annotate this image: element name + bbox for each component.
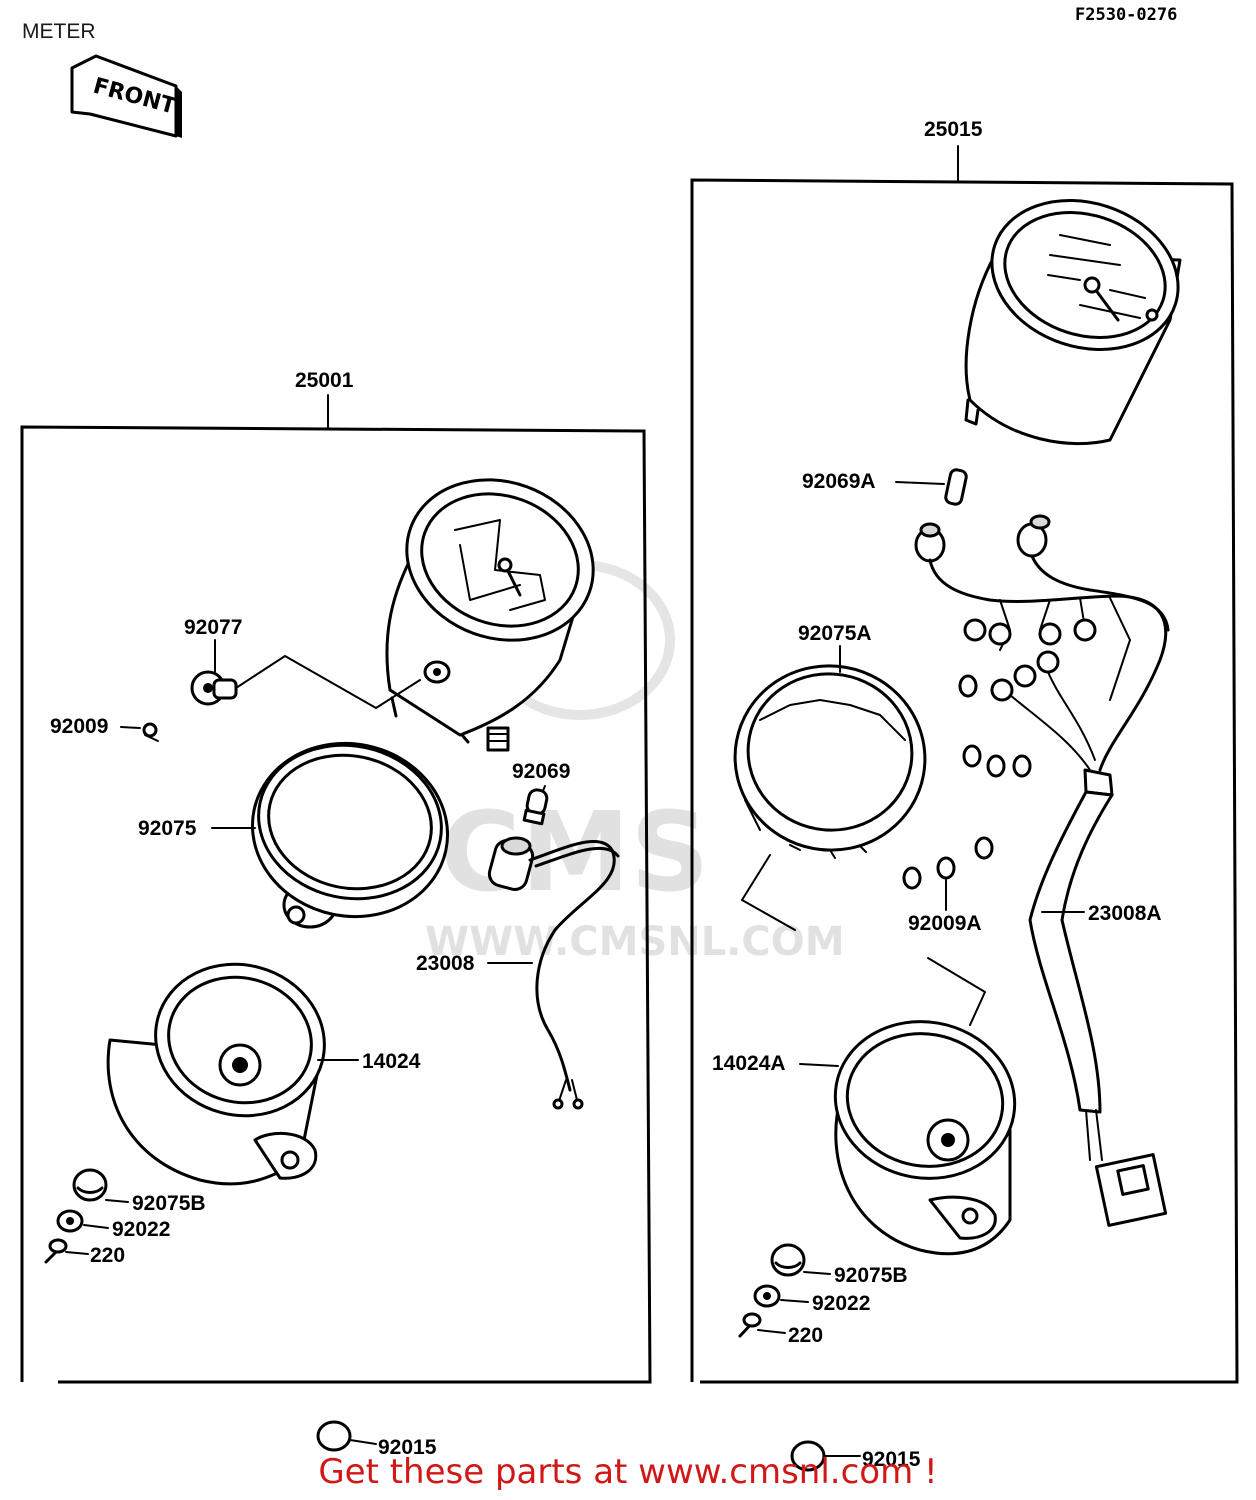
- assembly-left: 25001 92077 92009: [20, 369, 652, 1384]
- meter-ring-icon: [733, 664, 927, 859]
- part-label-92022-right: 92022: [812, 1292, 870, 1315]
- part-label-92075b-right: 92075B: [834, 1264, 908, 1287]
- assembly-box-left: [20, 425, 652, 1384]
- speedometer-icon: [964, 198, 1182, 446]
- diagram-title: METER: [22, 20, 96, 43]
- assembly-box-right: [690, 178, 1239, 1384]
- part-label-92075b-left: 92075B: [132, 1192, 206, 1215]
- bolt-icon: [44, 1238, 68, 1264]
- part-label-92077: 92077: [184, 616, 242, 639]
- part-label-92015-right: 92015: [862, 1448, 921, 1471]
- watermark: CMS WWW.CMSNL.COM: [425, 560, 845, 965]
- bulb-icon: [944, 468, 968, 506]
- fastener-92015-left: 92015: [316, 1420, 437, 1459]
- part-label-92075: 92075: [138, 817, 197, 840]
- meter-cover-icon: [833, 1020, 1017, 1256]
- part-label-92075a: 92075A: [798, 622, 872, 645]
- front-arrow-icon: FRONT: [70, 54, 182, 138]
- fastener-92015-right: 92015: [790, 1440, 921, 1472]
- meter-ring-icon: [250, 741, 450, 929]
- assembly-number-left: 25001: [295, 369, 354, 392]
- screw-set-icon: [902, 674, 1032, 890]
- part-label-92009: 92009: [50, 715, 108, 738]
- wiring-harness-icon: [914, 514, 1170, 1227]
- part-label-14024a: 14024A: [712, 1052, 786, 1075]
- part-label-220-right: 220: [788, 1324, 823, 1347]
- tachometer-icon: [385, 478, 595, 752]
- socket-wire-icon: [487, 836, 620, 1110]
- part-label-92022-left: 92022: [112, 1218, 170, 1241]
- part-label-92015-left: 92015: [378, 1436, 437, 1459]
- bulb-icon: [522, 788, 549, 826]
- part-label-92069: 92069: [512, 760, 570, 783]
- screw-icon: [142, 722, 159, 742]
- grommet-icon: [770, 1243, 806, 1277]
- part-label-92069a: 92069A: [802, 470, 876, 493]
- part-label-23008: 23008: [416, 952, 475, 975]
- part-label-14024: 14024: [362, 1050, 421, 1073]
- grommet-icon: [72, 1168, 108, 1202]
- meter-cover-icon: [106, 962, 326, 1186]
- part-label-220-left: 220: [90, 1244, 125, 1267]
- assembly-right: 25015 92069A: [690, 118, 1239, 1384]
- assembly-number-right: 25015: [924, 118, 983, 141]
- part-label-92009a: 92009A: [908, 912, 982, 935]
- watermark-url: WWW.CMSNL.COM: [425, 919, 845, 965]
- nut-icon: [316, 1420, 352, 1452]
- bolt-icon: [738, 1312, 762, 1338]
- reference-code: F2530-0276: [1075, 5, 1177, 25]
- footer-link[interactable]: Get these parts at www.cmsnl.com !: [318, 1452, 938, 1492]
- gear-icon: [190, 670, 238, 706]
- part-label-23008a: 23008A: [1088, 902, 1162, 925]
- washer-icon: [753, 1284, 781, 1308]
- washer-icon: [56, 1209, 84, 1233]
